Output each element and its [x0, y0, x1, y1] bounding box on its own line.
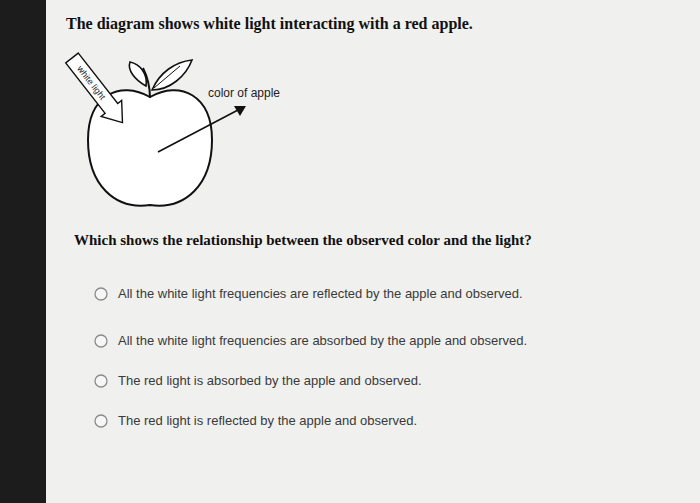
dark-edge — [0, 0, 46, 503]
question-text: Which shows the relationship between the… — [74, 232, 684, 249]
answer-option: All the white light frequencies are abso… — [118, 333, 678, 348]
answer-option: All the white light frequencies are refl… — [118, 286, 678, 301]
answer-option: The red light is reflected by the apple … — [118, 413, 678, 428]
answer-option: The red light is absorbed by the apple a… — [118, 373, 678, 388]
callout-label: color of apple — [208, 86, 280, 100]
question-title: The diagram shows white light interactin… — [66, 15, 686, 33]
